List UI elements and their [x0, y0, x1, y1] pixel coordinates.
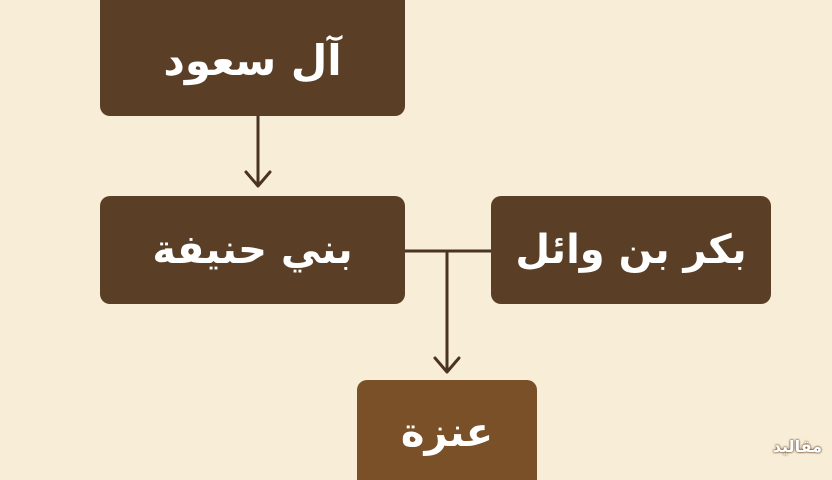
node-al-saud-label: آل سعود — [163, 35, 342, 85]
node-al-saud: آل سعود — [100, 0, 405, 116]
watermark-logo: مقاليد — [772, 437, 822, 456]
node-anaza-label: عنزة — [400, 410, 494, 456]
arrowhead-bani-hanifa — [244, 170, 272, 188]
arrowhead-anaza — [433, 356, 461, 374]
node-bakr-bin-wail-label: بكر بن وائل — [515, 227, 747, 273]
node-bakr-bin-wail: بكر بن وائل — [491, 196, 771, 304]
diagram: آل سعود بني حنيفة بكر بن وائل عنزة مقالي… — [100, 0, 822, 480]
connector-lines — [244, 116, 491, 374]
node-anaza: عنزة — [357, 380, 537, 480]
node-bani-hanifa: بني حنيفة — [100, 196, 405, 304]
node-bani-hanifa-label: بني حنيفة — [152, 227, 353, 273]
